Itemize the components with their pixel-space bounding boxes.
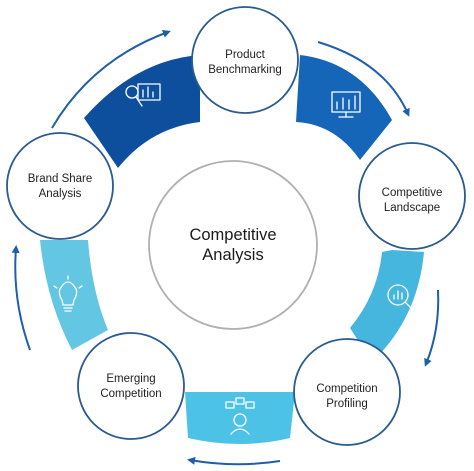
center-title-line1: Competitive (189, 226, 276, 244)
search-analytics-icon (387, 284, 414, 311)
monitor-chart-icon (331, 91, 361, 118)
ring-segment-left (40, 240, 108, 350)
node-competition-profiling-line1: Competition (316, 383, 377, 395)
flow-arrow-bottom (187, 456, 281, 466)
ring-segment-right (350, 250, 424, 362)
center-title-line2: Analysis (202, 246, 263, 264)
node-brand-share-analysis-line1: Brand Share (28, 173, 93, 185)
node-product-benchmarking: Product Benchmarking (191, 6, 299, 114)
node-emerging-competition-line1: Emerging (106, 373, 155, 385)
node-brand-share-analysis-line2: Analysis (39, 188, 82, 200)
node-competitive-landscape-line1: Competitive (382, 187, 443, 199)
flow-arrow-left (11, 245, 31, 351)
node-brand-share-analysis: Brand Share Analysis (6, 132, 114, 240)
person-network-icon (225, 397, 255, 435)
node-emerging-competition-line2: Competition (100, 388, 161, 400)
chart-magnifier-icon (125, 83, 161, 107)
flow-arrow-top-left (51, 29, 171, 129)
node-product-benchmarking-line1: Product (225, 49, 265, 61)
flow-arrow-top-right (317, 41, 410, 117)
center-circle (148, 160, 318, 330)
node-competition-profiling: Competition Profiling (293, 338, 401, 446)
lightbulb-icon (53, 275, 83, 312)
ring-segment-top-right (296, 55, 392, 160)
node-competition-profiling-line2: Profiling (326, 398, 368, 410)
node-emerging-competition: Emerging Competition (77, 332, 185, 440)
node-competitive-landscape-line2: Landscape (384, 202, 440, 214)
node-competitive-landscape: Competitive Landscape (358, 142, 466, 250)
ring-segment-bottom (185, 392, 295, 444)
flow-arrow-right (424, 289, 440, 367)
ring-segment-top-left (84, 55, 200, 168)
node-product-benchmarking-line2: Benchmarking (208, 64, 282, 76)
